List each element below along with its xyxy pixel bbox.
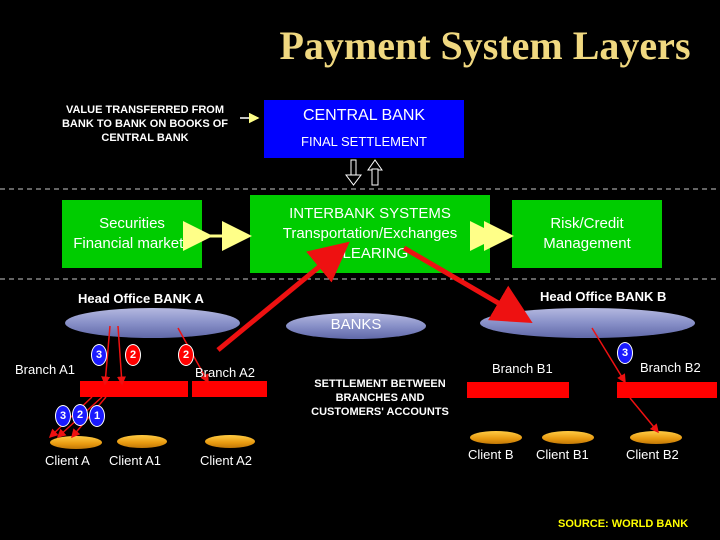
risk-line1: Risk/Credit [550,215,624,232]
interbank-line1: INTERBANK SYSTEMS [289,205,451,222]
head-office-a-label: Head Office BANK A [78,291,204,306]
branch-a2-label: Branch A2 [195,365,255,380]
marker-client-2: 2 [72,404,88,426]
client-b1-label: Client B1 [536,447,589,462]
branch-a1-label: Branch A1 [15,362,75,377]
ho-b-to-branch-b2-arrow [591,327,626,384]
head-office-b-label: Head Office BANK B [540,289,667,304]
client-a2-ellipse [205,435,255,448]
securities-line2: Financial markets [73,235,191,252]
marker-a1-right: 2 [125,344,141,366]
ho-a-to-branch-a1-arrow-2 [116,325,126,386]
interbank-line2: Transportation/Exchanges [282,225,458,242]
central-bank-settlement-arrows [345,159,383,186]
client-b2-label: Client B2 [626,447,679,462]
interbank-line3: CLEARING [331,245,409,262]
banks-ellipse [286,313,426,339]
page-title: Payment System Layers [279,23,691,68]
settlement-caption: SETTLEMENT BETWEEN BRANCHES AND CUSTOMER… [311,378,449,418]
client-a2-label: Client A2 [200,453,253,468]
interbank-systems-box: INTERBANK SYSTEMS Transportation/Exchang… [250,195,490,273]
branch-b1-bar [467,382,569,398]
banks-label: BANKS [330,316,382,333]
client-b-label: Client B [468,447,514,462]
risk-line2: Management [543,235,631,252]
branch-a2-bar [192,381,267,397]
final-settlement-label: FINAL SETTLEMENT [301,134,427,149]
marker-b2: 3 [617,342,633,364]
securities-box: Securities Financial markets [62,200,202,268]
client-a1-label: Client A1 [109,453,162,468]
branch-b2-bar [617,382,717,398]
client-a1-ellipse [117,435,167,448]
client-b2-ellipse [630,431,682,444]
client-b-ellipse [470,431,522,444]
bank-a-ellipse [65,308,240,338]
interbank-to-bank-b-arrow [402,245,533,324]
branch-b2-to-client-b2-arrow [629,397,659,434]
marker-client-1: 1 [89,405,105,427]
branch-b2-label: Branch B2 [640,360,701,375]
securities-line1: Securities [99,215,165,232]
branch-a1-to-client-a-arrow-3 [48,396,93,439]
marker-client-3: 3 [55,405,71,427]
risk-credit-box: Risk/Credit Management [512,200,662,268]
value-transferred-caption: VALUE TRANSFERRED FROM BANK TO BANK ON B… [61,104,229,144]
branch-b1-label: Branch B1 [492,361,553,376]
client-a-ellipse [50,436,102,449]
source-label: SOURCE: WORLD BANK [558,518,689,530]
bank-a-to-interbank-arrow [216,241,350,352]
ho-a-to-branch-a1-arrow-1 [101,325,111,386]
marker-a1-left: 3 [91,344,107,366]
client-b1-ellipse [542,431,594,444]
central-bank-title: CENTRAL BANK [302,107,426,124]
client-a-label: Client A [45,453,90,468]
marker-a2: 2 [178,344,194,366]
central-bank-box: CENTRAL BANK FINAL SETTLEMENT [264,100,464,158]
